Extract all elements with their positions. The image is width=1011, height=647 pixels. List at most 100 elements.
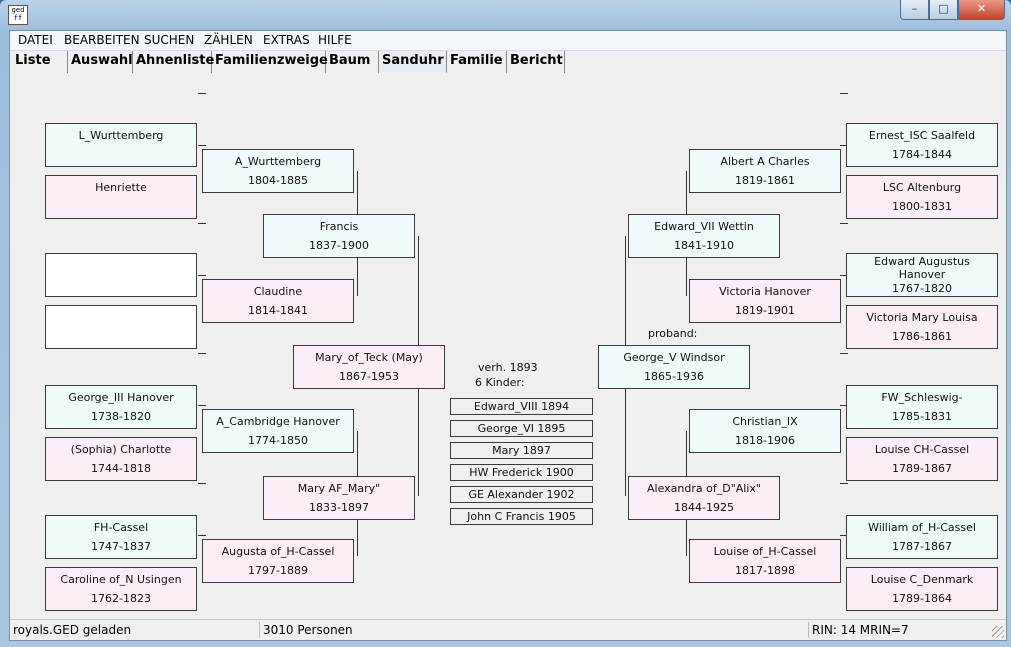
child-item[interactable]: GE Alexander 1902: [450, 486, 593, 503]
person-box[interactable]: Edward_VII Wettin 1841-1910: [628, 214, 780, 258]
child-item[interactable]: Edward_VIII 1894: [450, 398, 593, 415]
connector: [625, 366, 626, 496]
connector: [625, 236, 626, 366]
person-dates: 1819-1901: [735, 304, 795, 317]
person-name: Edward_VII Wettin: [654, 220, 754, 233]
person-dates: 1837-1900: [309, 239, 369, 252]
person-box[interactable]: Henriette: [45, 175, 197, 219]
person-name: LSC Altenburg: [882, 181, 962, 194]
person-dates: 1841-1910: [674, 239, 734, 252]
connector: [198, 223, 206, 224]
person-box[interactable]: Claudine 1814-1841: [202, 279, 354, 323]
person-box[interactable]: Francis 1837-1900: [263, 214, 415, 258]
close-button[interactable]: ✕: [958, 0, 1005, 20]
person-dates: 1774-1850: [248, 434, 308, 447]
person-name: Caroline of_N Usingen: [60, 573, 182, 586]
person-box[interactable]: L_Wurttemberg: [45, 123, 197, 167]
menu-datei[interactable]: DATEI: [18, 33, 53, 47]
person-name: George_V Windsor: [623, 351, 725, 364]
connector: [840, 145, 848, 146]
status-bar: royals.GED geladen 3010 Personen RIN: 14…: [10, 619, 1006, 640]
person-name: Christian_IX: [732, 415, 798, 428]
tab-familienzweige[interactable]: Familienzweige: [212, 51, 328, 73]
child-item[interactable]: Mary 1897: [450, 442, 593, 459]
person-box-empty[interactable]: [45, 305, 197, 349]
tab-sanduhr[interactable]: Sanduhr: [379, 51, 447, 73]
menu-suchen[interactable]: SUCHEN: [144, 33, 195, 47]
marriage-label: verh. 1893: [478, 361, 538, 374]
person-dates: 1844-1925: [674, 501, 734, 514]
tab-liste[interactable]: Liste: [12, 51, 68, 73]
person-box[interactable]: FH-Cassel 1747-1837: [45, 515, 197, 559]
person-box[interactable]: A_Cambridge Hanover 1774-1850: [202, 409, 354, 453]
person-dates: 1817-1898: [735, 564, 795, 577]
person-dates: 1814-1841: [248, 304, 308, 317]
tab-bericht[interactable]: Bericht: [507, 51, 565, 73]
person-box[interactable]: FW_Schleswig-1785-1831: [846, 385, 998, 429]
child-item[interactable]: John C Francis 1905: [450, 508, 593, 525]
connector: [198, 93, 206, 94]
resize-grip-icon[interactable]: [992, 626, 1004, 638]
person-dates: 1744-1818: [91, 462, 151, 475]
person-name: Louise C_Denmark: [870, 573, 974, 586]
person-name: Claudine: [253, 285, 303, 298]
person-name: A_Cambridge Hanover: [216, 415, 340, 428]
app-icon[interactable]: ged ff: [8, 5, 28, 25]
tab-auswahl[interactable]: Auswahl: [68, 51, 133, 73]
connector: [840, 483, 848, 484]
spouse-box[interactable]: Mary_of_Teck (May) 1867-1953: [293, 345, 445, 389]
person-dates: 1747-1837: [91, 540, 151, 553]
connector: [840, 93, 848, 94]
connector: [840, 405, 848, 406]
person-dates: 1818-1906: [735, 434, 795, 447]
child-item[interactable]: HW Frederick 1900: [450, 464, 593, 481]
connector: [198, 275, 206, 276]
connector: [198, 483, 206, 484]
person-box[interactable]: Alexandra of_D"Alix"1844-1925: [628, 476, 780, 520]
person-box[interactable]: (Sophia) Charlotte 1744-1818: [45, 437, 197, 481]
status-loaded: royals.GED geladen: [10, 622, 260, 638]
maximize-button[interactable]: □: [929, 0, 958, 20]
person-box[interactable]: Mary AF_Mary"1833-1897: [263, 476, 415, 520]
person-box[interactable]: Christian_IX 1818-1906: [689, 409, 841, 453]
person-name: Francis: [319, 220, 359, 233]
person-name: (Sophia) Charlotte: [70, 443, 172, 456]
status-persons: 3010 Personen: [260, 622, 809, 638]
hourglass-chart: L_Wurttemberg Henriette George_III Hanov…: [11, 75, 1005, 618]
tab-familie[interactable]: Familie: [447, 51, 507, 73]
child-item[interactable]: George_VI 1895: [450, 420, 593, 437]
person-name: FH-Cassel: [93, 521, 149, 534]
connector: [840, 223, 848, 224]
person-dates: 1867-1953: [339, 370, 399, 383]
connector: [840, 535, 848, 536]
person-dates: 1804-1885: [248, 174, 308, 187]
menu-hilfe[interactable]: HILFE: [318, 33, 352, 47]
connector: [418, 366, 419, 496]
menu-zaehlen[interactable]: ZÄHLEN: [204, 33, 253, 47]
connector: [198, 145, 206, 146]
tab-ahnenliste[interactable]: Ahnenliste: [133, 51, 214, 73]
tab-baum[interactable]: Baum: [326, 51, 379, 73]
menu-bearbeiten[interactable]: BEARBEITEN: [64, 33, 140, 47]
person-dates: 1819-1861: [735, 174, 795, 187]
menu-extras[interactable]: EXTRAS: [263, 33, 310, 47]
person-name: Mary_of_Teck (May): [315, 351, 423, 364]
minimize-button[interactable]: –: [900, 0, 929, 20]
connector: [198, 535, 206, 536]
person-box-empty[interactable]: [45, 253, 197, 297]
